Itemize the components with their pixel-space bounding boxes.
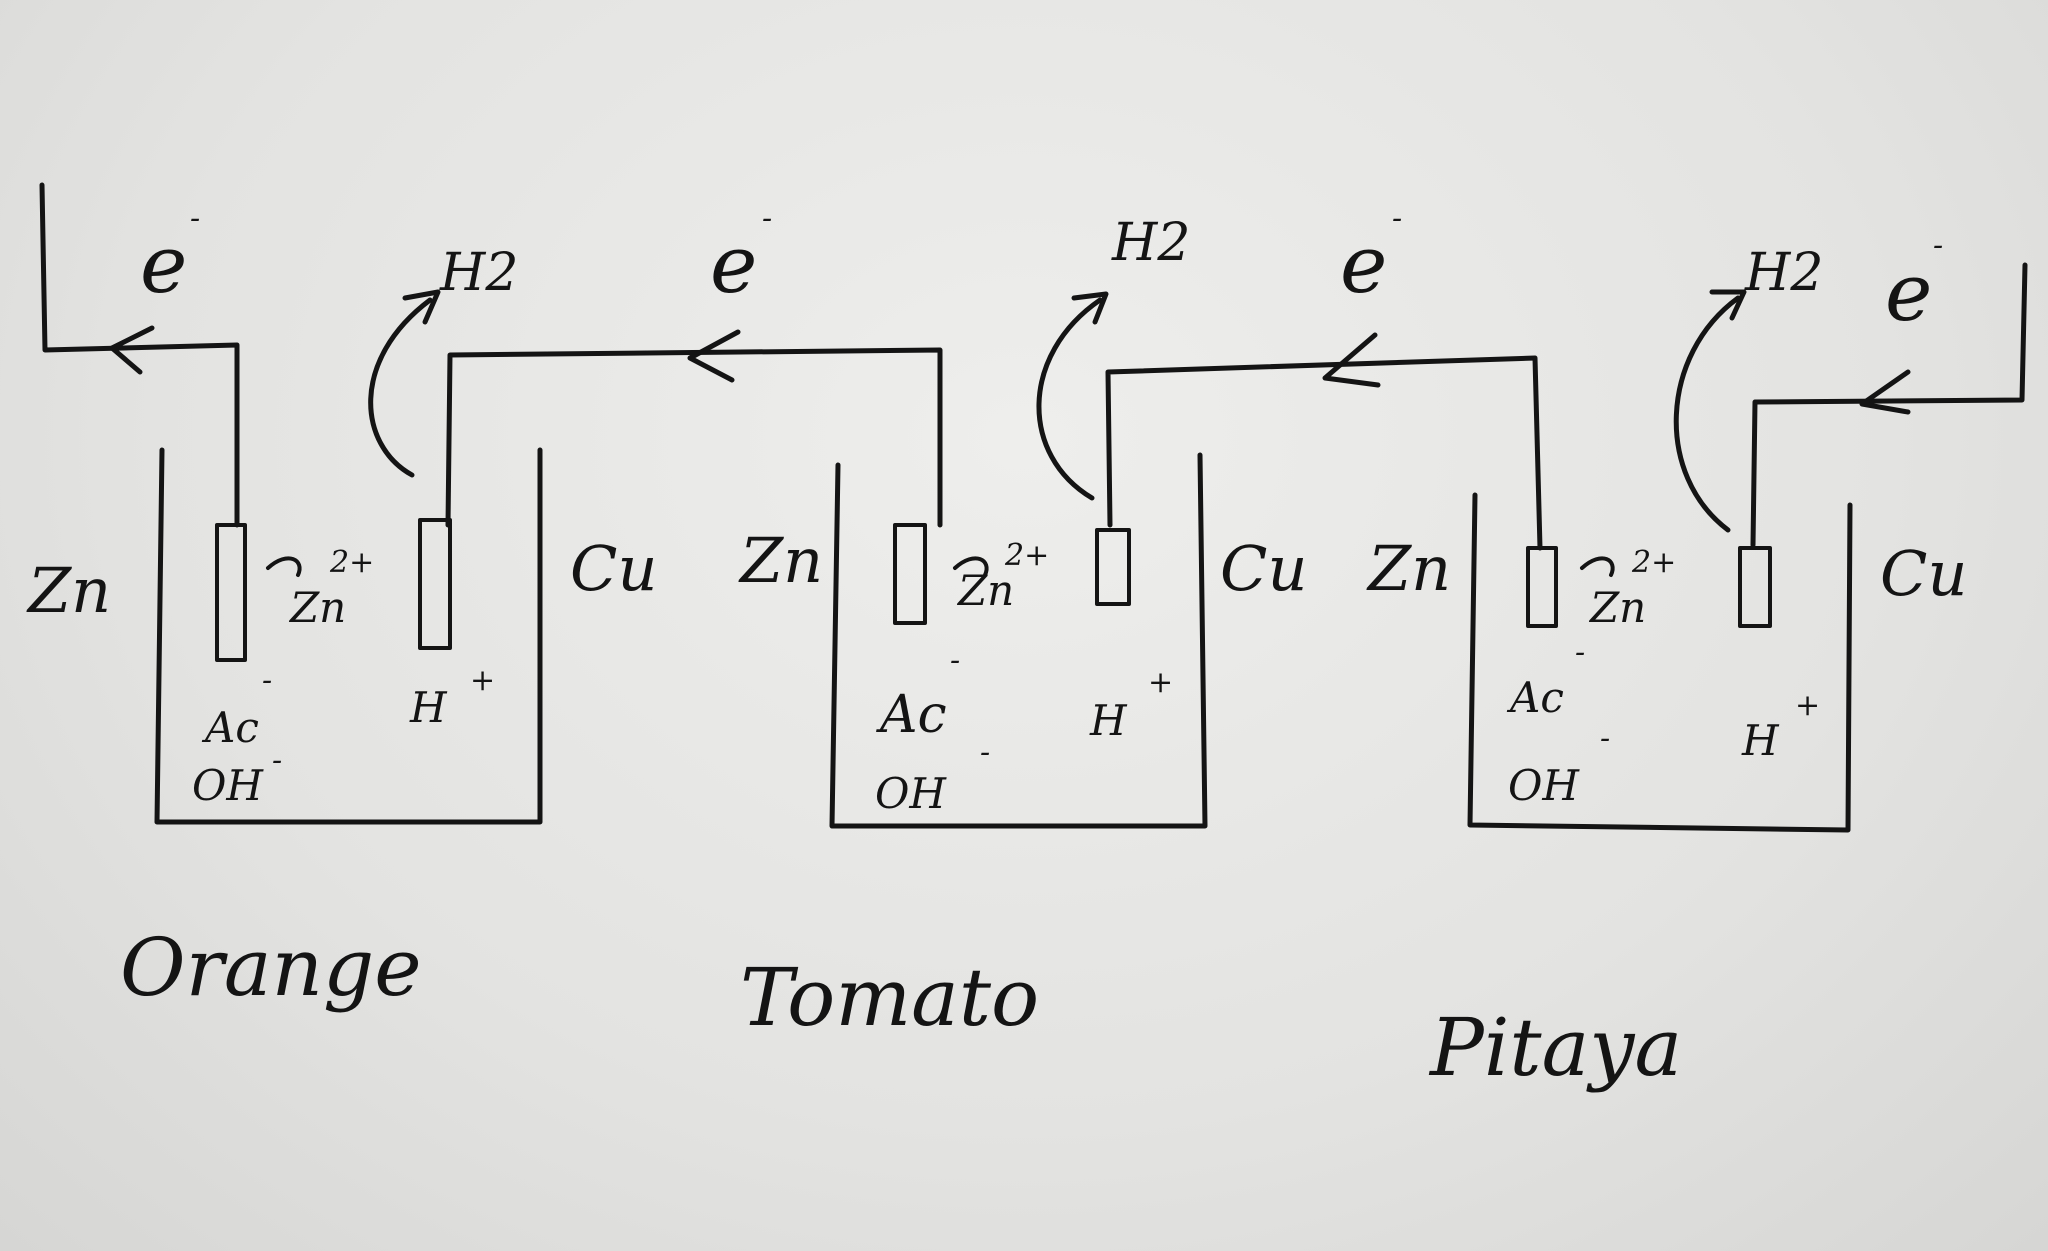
fruit-label-orange: Orange <box>120 921 422 1014</box>
external-circuit <box>39 182 2028 551</box>
zn2-arrow-orange <box>266 556 302 577</box>
cu-electrode-orange <box>418 518 452 650</box>
proton-charge-pitaya: + <box>1795 688 1820 723</box>
terminal-electron-symbol: e <box>1885 246 1932 339</box>
gas-label-tomato: H2 <box>1111 213 1190 273</box>
wire-orange-to-tomato <box>445 347 943 528</box>
anode-label-pitaya: Zn <box>1366 532 1451 605</box>
acid-anion-charge-tomato: - <box>950 643 960 678</box>
h2-arrowhead-orange <box>402 289 441 325</box>
fruit-label-tomato: Tomato <box>740 951 1039 1044</box>
cell-tomato-labels: e - H2 Zn Cu Zn 2+ Ac - OH - H + Tomato <box>710 201 1307 1044</box>
wire-left-terminal <box>39 182 240 528</box>
electron-arrow-tomato-pitaya <box>1322 332 1381 388</box>
electron-arrow-right-terminal <box>1859 369 1911 415</box>
hydroxide-charge-tomato: - <box>980 735 990 770</box>
electron-charge-pitaya: - <box>1392 201 1402 236</box>
cell-orange-container <box>154 289 543 825</box>
electron-charge-orange: - <box>190 201 200 236</box>
anode-label-orange: Zn <box>26 554 111 627</box>
h2-arrow-pitaya <box>1673 295 1741 533</box>
proton-charge-orange: + <box>470 663 495 698</box>
h2-arrow-orange <box>368 297 433 478</box>
cell-pitaya-container <box>1467 289 1853 833</box>
beaker-pitaya <box>1467 492 1853 833</box>
h2-arrowhead-pitaya <box>1709 289 1747 321</box>
cation-label-tomato: Zn <box>956 566 1014 615</box>
proton-charge-tomato: + <box>1148 665 1173 700</box>
cation-charge-pitaya: 2+ <box>1631 545 1676 580</box>
acid-anion-label-tomato: Ac <box>876 685 947 745</box>
cation-label-orange: Zn <box>288 583 346 632</box>
gas-label-pitaya: H2 <box>1744 243 1823 303</box>
acid-anion-label-pitaya: Ac <box>1506 673 1564 722</box>
beaker-tomato <box>829 452 1208 829</box>
zn2-arrow-tomato <box>953 556 989 577</box>
cation-charge-orange: 2+ <box>329 545 374 580</box>
cu-electrode-pitaya <box>1738 546 1772 628</box>
hydroxide-label-orange: OH <box>192 761 264 810</box>
gas-label-orange: H2 <box>439 243 518 303</box>
fruit-label-pitaya: Pitaya <box>1428 1001 1682 1094</box>
electron-arrow-left-terminal <box>109 325 155 375</box>
wire-tomato-to-pitaya <box>1105 355 1543 551</box>
proton-label-tomato: H <box>1089 696 1128 745</box>
hydroxide-charge-orange: - <box>272 743 282 778</box>
cell-tomato-container <box>829 291 1208 829</box>
zn-electrode-pitaya <box>1526 546 1558 628</box>
electron-label-orange: e <box>140 218 187 311</box>
proton-label-pitaya: H <box>1741 716 1780 765</box>
cation-charge-tomato: 2+ <box>1004 538 1049 573</box>
acid-anion-label-orange: Ac <box>201 703 259 752</box>
electron-label-pitaya: e <box>1340 218 1387 311</box>
proton-label-orange: H <box>409 683 448 732</box>
cathode-label-tomato: Cu <box>1220 532 1307 605</box>
cell-pitaya-labels: e - H2 Zn Cu Zn 2+ Ac - OH - H + Pitaya <box>1340 201 1967 1094</box>
hydroxide-label-tomato: OH <box>875 769 947 818</box>
anode-label-tomato: Zn <box>738 524 823 597</box>
electron-arrow-orange-tomato <box>687 329 741 383</box>
hydroxide-charge-pitaya: - <box>1600 721 1610 756</box>
terminal-electron-label: e - <box>1885 228 1943 339</box>
hydroxide-label-pitaya: OH <box>1508 761 1580 810</box>
zn-electrode-orange <box>215 523 247 662</box>
cation-label-pitaya: Zn <box>1588 583 1646 632</box>
electron-label-tomato: e <box>710 218 757 311</box>
terminal-electron-charge: - <box>1933 228 1943 263</box>
cu-electrode-tomato <box>1095 528 1131 606</box>
cell-orange-labels: e - H2 Zn Cu Zn 2+ Ac - OH - H + Orange <box>26 201 657 1014</box>
zn-electrode-tomato <box>893 523 927 625</box>
cathode-label-orange: Cu <box>570 532 657 605</box>
acid-anion-charge-orange: - <box>262 663 272 698</box>
h2-arrowhead-tomato <box>1071 291 1109 325</box>
cathode-label-pitaya: Cu <box>1880 537 1967 610</box>
electron-charge-tomato: - <box>762 201 772 236</box>
h2-arrow-tomato <box>1036 297 1103 501</box>
beaker-orange <box>154 447 543 825</box>
acid-anion-charge-pitaya: - <box>1575 635 1585 670</box>
wire-right-terminal <box>1750 262 2028 548</box>
zn2-arrow-pitaya <box>1580 556 1615 577</box>
